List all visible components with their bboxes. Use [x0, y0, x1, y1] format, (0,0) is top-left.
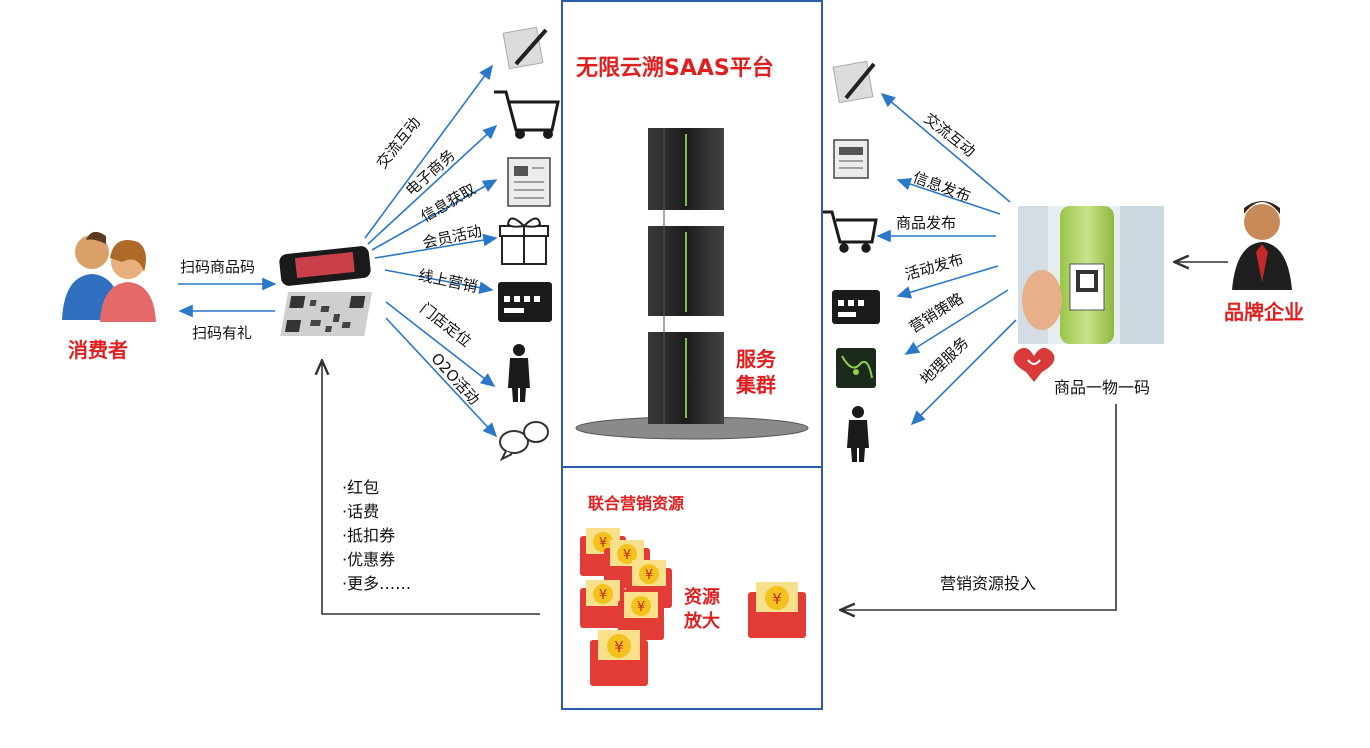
- brand-label: 品牌企业: [1224, 300, 1304, 324]
- brand-card-icon: [832, 290, 880, 324]
- rewards-list: ·红包 ·话费 ·抵扣券 ·优惠券 ·更多……: [342, 476, 411, 596]
- reward-item: ·优惠券: [342, 550, 396, 569]
- brand-businessman-icon: [1232, 201, 1292, 290]
- consumer-label: 消费者: [68, 338, 128, 362]
- brand-feature-label: 商品发布: [896, 214, 957, 232]
- resource-input-label: 营销资源投入: [940, 574, 1037, 593]
- card-icon: [498, 282, 552, 322]
- brand-shopping-cart-icon: [822, 210, 878, 253]
- product-photo: [1018, 206, 1164, 344]
- reward-item: ·红包: [342, 478, 380, 497]
- brand-document-icon: [833, 139, 869, 179]
- server-icon: [648, 128, 724, 424]
- svg-text:¥: ¥: [772, 590, 782, 608]
- svg-text:¥: ¥: [599, 588, 607, 603]
- gift-icon: [499, 217, 549, 265]
- svg-text:¥: ¥: [637, 600, 645, 615]
- qr-code-icon: [280, 292, 372, 336]
- red-envelopes-icon: ¥ ¥ ¥ ¥ ¥ ¥ ¥: [580, 528, 806, 686]
- brand-pen-paper-icon: [832, 60, 876, 104]
- pen-paper-icon: [502, 26, 548, 70]
- scan-gift-label: 扫码有礼: [192, 324, 253, 342]
- smartphone-icon: [279, 246, 371, 286]
- map-icon: [836, 348, 876, 388]
- brand-person-icon: [847, 406, 869, 462]
- product-code-label: 商品一物一码: [1054, 378, 1151, 397]
- brand-feature-arrows: [876, 92, 1017, 426]
- document-icon: [507, 157, 551, 207]
- svg-text:¥: ¥: [599, 536, 607, 551]
- reward-item: ·抵扣券: [342, 526, 396, 545]
- rewards-return-arrow: [322, 362, 540, 615]
- chat-bubbles-icon: [499, 421, 549, 462]
- amplify-label: 资源 放大: [684, 587, 720, 632]
- consumer-icon: [62, 231, 156, 322]
- marketing-title: 联合营销资源: [588, 494, 685, 513]
- shopping-cart-icon: [494, 90, 560, 139]
- service-cluster-label: 服务 集群: [736, 347, 776, 397]
- code-logo-icon: [1013, 347, 1055, 382]
- person-icon: [508, 344, 530, 402]
- reward-item: ·更多……: [342, 574, 412, 593]
- svg-text:¥: ¥: [623, 548, 631, 563]
- marketing-box: [561, 466, 823, 710]
- consumer-feature-arrows: [364, 64, 498, 438]
- resource-input-arrow: [842, 404, 1117, 610]
- reward-item: ·话费: [342, 502, 380, 521]
- platform-title: 无限云溯SAAS平台: [576, 56, 774, 81]
- svg-text:¥: ¥: [614, 638, 624, 656]
- svg-text:¥: ¥: [645, 568, 653, 583]
- scan-product-label: 扫码商品码: [180, 258, 256, 276]
